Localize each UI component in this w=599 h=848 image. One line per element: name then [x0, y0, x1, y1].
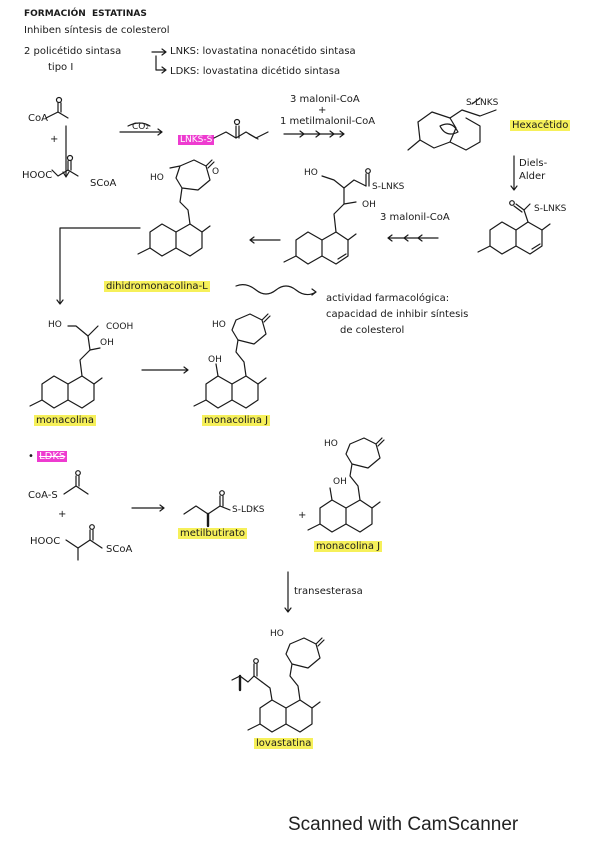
- plus-ldks: +: [58, 509, 67, 520]
- arrow-activity: [235, 284, 317, 296]
- arrow-transesterasa: [284, 571, 292, 613]
- arrow-to-hexaketide: [283, 130, 345, 138]
- plus-monacolina: +: [298, 510, 307, 521]
- metilbutirato-structure: [183, 490, 231, 528]
- monacolina-j-structure-2: [307, 437, 385, 533]
- malonil-3-label: 3 malonil-CoA: [380, 212, 450, 223]
- intermediate-mid-structure: [283, 168, 371, 265]
- monacolina-structure: [29, 325, 103, 409]
- camscanner-watermark: Scanned with CamScanner: [288, 814, 519, 835]
- monacolina-j-label: monacolina J: [202, 415, 271, 426]
- diketide-structure: [213, 118, 269, 140]
- pks-line2: tipo I: [48, 62, 74, 73]
- activity-line3: de colesterol: [340, 325, 405, 336]
- arrow-diels-alder: [510, 155, 518, 191]
- arrow-to-metilbutirato: [131, 504, 165, 512]
- ho-monacolina: HO: [48, 320, 62, 330]
- arrow-malonil: [387, 234, 439, 242]
- reagent-malonil: 3 malonil-CoA: [290, 94, 360, 105]
- arrow-to-monacolina-j: [141, 366, 189, 374]
- diels-alder-1: Diels-: [519, 158, 548, 169]
- scoa-label: SCoA: [90, 178, 117, 189]
- ho-monacolina-j: HO: [212, 320, 226, 330]
- lnks-definition: LNKS: lovastatina nonacétido sintasa: [170, 46, 356, 57]
- cooh-label: COOH: [106, 322, 134, 332]
- oh-monacolina-j-2: OH: [333, 477, 347, 487]
- activity-line1: actividad farmacológica:: [326, 293, 450, 304]
- metilbutirato-label: metilbutirato: [178, 528, 248, 539]
- coa-s-label: CoA-S: [28, 490, 58, 501]
- s-lnks-decalin: S-LNKS: [534, 204, 567, 214]
- pks-line1: 2 policétido sintasa: [24, 46, 122, 57]
- ldks-reagents-structure: [63, 470, 103, 561]
- coa-label: CoA: [28, 113, 48, 124]
- hooc-ldks: HOOC: [30, 536, 61, 547]
- oh-mid: OH: [362, 200, 376, 210]
- monacolina-label: monacolina: [34, 415, 96, 426]
- plus-sign: +: [50, 134, 59, 145]
- s-ldks-label: S-LDKS: [232, 505, 265, 515]
- ho-lovastatina: HO: [270, 629, 284, 639]
- hooc-label: HOOC: [22, 170, 53, 181]
- monacolina-j-structure: [193, 313, 271, 409]
- s-lnks-hexaketide: S-LNKS: [466, 98, 499, 108]
- lovastatina-label: lovastatina: [254, 738, 314, 749]
- diels-alder-2: Alder: [519, 171, 546, 182]
- acetyl-coa-structure: [45, 96, 79, 178]
- arrow-co2: [119, 122, 163, 136]
- ho-monacolina-j-2: HO: [324, 439, 338, 449]
- ldks-heading: • LDKS: [28, 451, 68, 462]
- arrow-bracket-down: [56, 227, 141, 305]
- ho-left: HO: [150, 173, 164, 183]
- reagent-metilmalonil: 1 metilmalonil-CoA: [280, 116, 376, 127]
- s-lnks-mid: S-LNKS: [372, 182, 405, 192]
- ho-mid: HO: [304, 168, 318, 178]
- dihidromonacolina-label: dihidromonacolina-L: [104, 281, 210, 292]
- decalin-right-structure: [477, 200, 551, 255]
- activity-line2: capacidad de inhibir síntesis: [326, 309, 469, 320]
- transesterasa-label: transesterasa: [294, 586, 363, 597]
- lnks-s-label: LNKS-S: [178, 135, 215, 145]
- lovastatina-structure: [231, 637, 325, 733]
- hexaketide-label: Hexacétido: [510, 120, 571, 131]
- heading-formacion: FORMACIÓN: [24, 9, 86, 19]
- heading-estatinas: ESTATINAS: [92, 9, 147, 19]
- oh-monacolina-j: OH: [208, 355, 222, 365]
- oh-monacolina: OH: [100, 338, 114, 348]
- monacolina-j-label-2: monacolina J: [314, 541, 383, 552]
- scoa-ldks: SCoA: [106, 544, 133, 555]
- subtitle: Inhiben síntesis de colesterol: [24, 25, 170, 36]
- co2-label: CO₂: [132, 122, 149, 132]
- ldks-definition: LDKS: lovastatina dicétido sintasa: [170, 66, 341, 77]
- dihidromonacolina-structure: [137, 159, 215, 257]
- pks-arrows: [151, 48, 167, 74]
- arrow-to-dihidro: [249, 236, 281, 244]
- o-left: O: [212, 167, 220, 177]
- reagent-plus: +: [318, 105, 327, 116]
- hexaketide-structure: [407, 97, 497, 151]
